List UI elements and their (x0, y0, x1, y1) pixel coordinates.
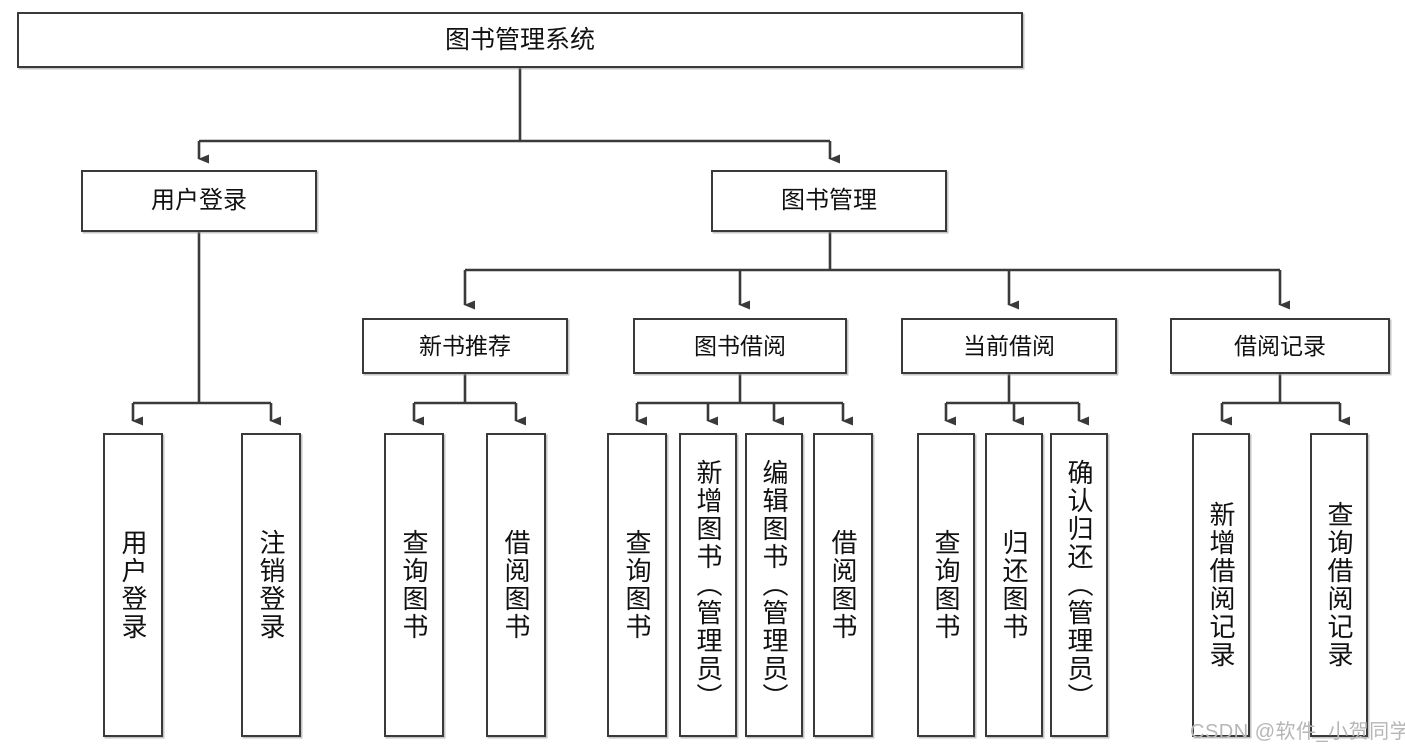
node-label: 借阅图书 (501, 529, 531, 641)
node-root-system[interactable]: 图书管理系统 (17, 12, 1023, 68)
node-label: 查询借阅记录 (1324, 501, 1354, 669)
node-label: 确认归还（管理员） (1064, 459, 1094, 711)
leaf-record-query-record[interactable]: 查询借阅记录 (1310, 433, 1368, 737)
node-label: 新增借阅记录 (1206, 501, 1236, 669)
node-label: 借阅记录 (1234, 332, 1326, 359)
node-label: 新增图书（管理员） (693, 459, 723, 711)
node-label: 新书推荐 (419, 332, 511, 359)
node-label: 用户登录 (151, 187, 247, 215)
node-book-borrow[interactable]: 图书借阅 (633, 318, 847, 374)
leaf-recommend-query-book[interactable]: 查询图书 (384, 433, 444, 737)
node-borrow-record[interactable]: 借阅记录 (1170, 318, 1390, 374)
node-book-management[interactable]: 图书管理 (711, 170, 947, 232)
node-label: 图书管理 (781, 187, 877, 215)
leaf-user-login-logout[interactable]: 注销登录 (241, 433, 301, 737)
node-label: 归还图书 (999, 529, 1029, 641)
node-label: 图书管理系统 (444, 25, 595, 54)
node-new-book-recommend[interactable]: 新书推荐 (362, 318, 568, 374)
node-label: 借阅图书 (828, 529, 858, 641)
node-label: 查询图书 (622, 529, 652, 641)
leaf-record-add-record[interactable]: 新增借阅记录 (1192, 433, 1250, 737)
leaf-borrow-borrow-book[interactable]: 借阅图书 (813, 433, 873, 737)
leaf-borrow-add-book-admin[interactable]: 新增图书（管理员） (679, 433, 737, 737)
leaf-recommend-borrow-book[interactable]: 借阅图书 (486, 433, 546, 737)
node-label: 注销登录 (256, 529, 286, 641)
leaf-borrow-edit-book-admin[interactable]: 编辑图书（管理员） (745, 433, 803, 737)
node-current-borrow[interactable]: 当前借阅 (901, 318, 1117, 374)
csdn-watermark: CSDN @软件_小贺同学 (1190, 721, 1405, 743)
leaf-current-confirm-return-admin[interactable]: 确认归还（管理员） (1050, 433, 1108, 737)
leaf-current-return-book[interactable]: 归还图书 (985, 433, 1043, 737)
node-label: 图书借阅 (694, 332, 786, 359)
node-user-login[interactable]: 用户登录 (81, 170, 317, 232)
node-label: 查询图书 (399, 529, 429, 641)
node-label: 编辑图书（管理员） (759, 459, 789, 711)
leaf-borrow-query-book[interactable]: 查询图书 (607, 433, 667, 737)
node-label: 当前借阅 (963, 332, 1055, 359)
leaf-current-query-book[interactable]: 查询图书 (917, 433, 975, 737)
node-label: 查询图书 (931, 529, 961, 641)
node-label: 用户登录 (118, 529, 148, 641)
leaf-user-login-login[interactable]: 用户登录 (103, 433, 163, 737)
